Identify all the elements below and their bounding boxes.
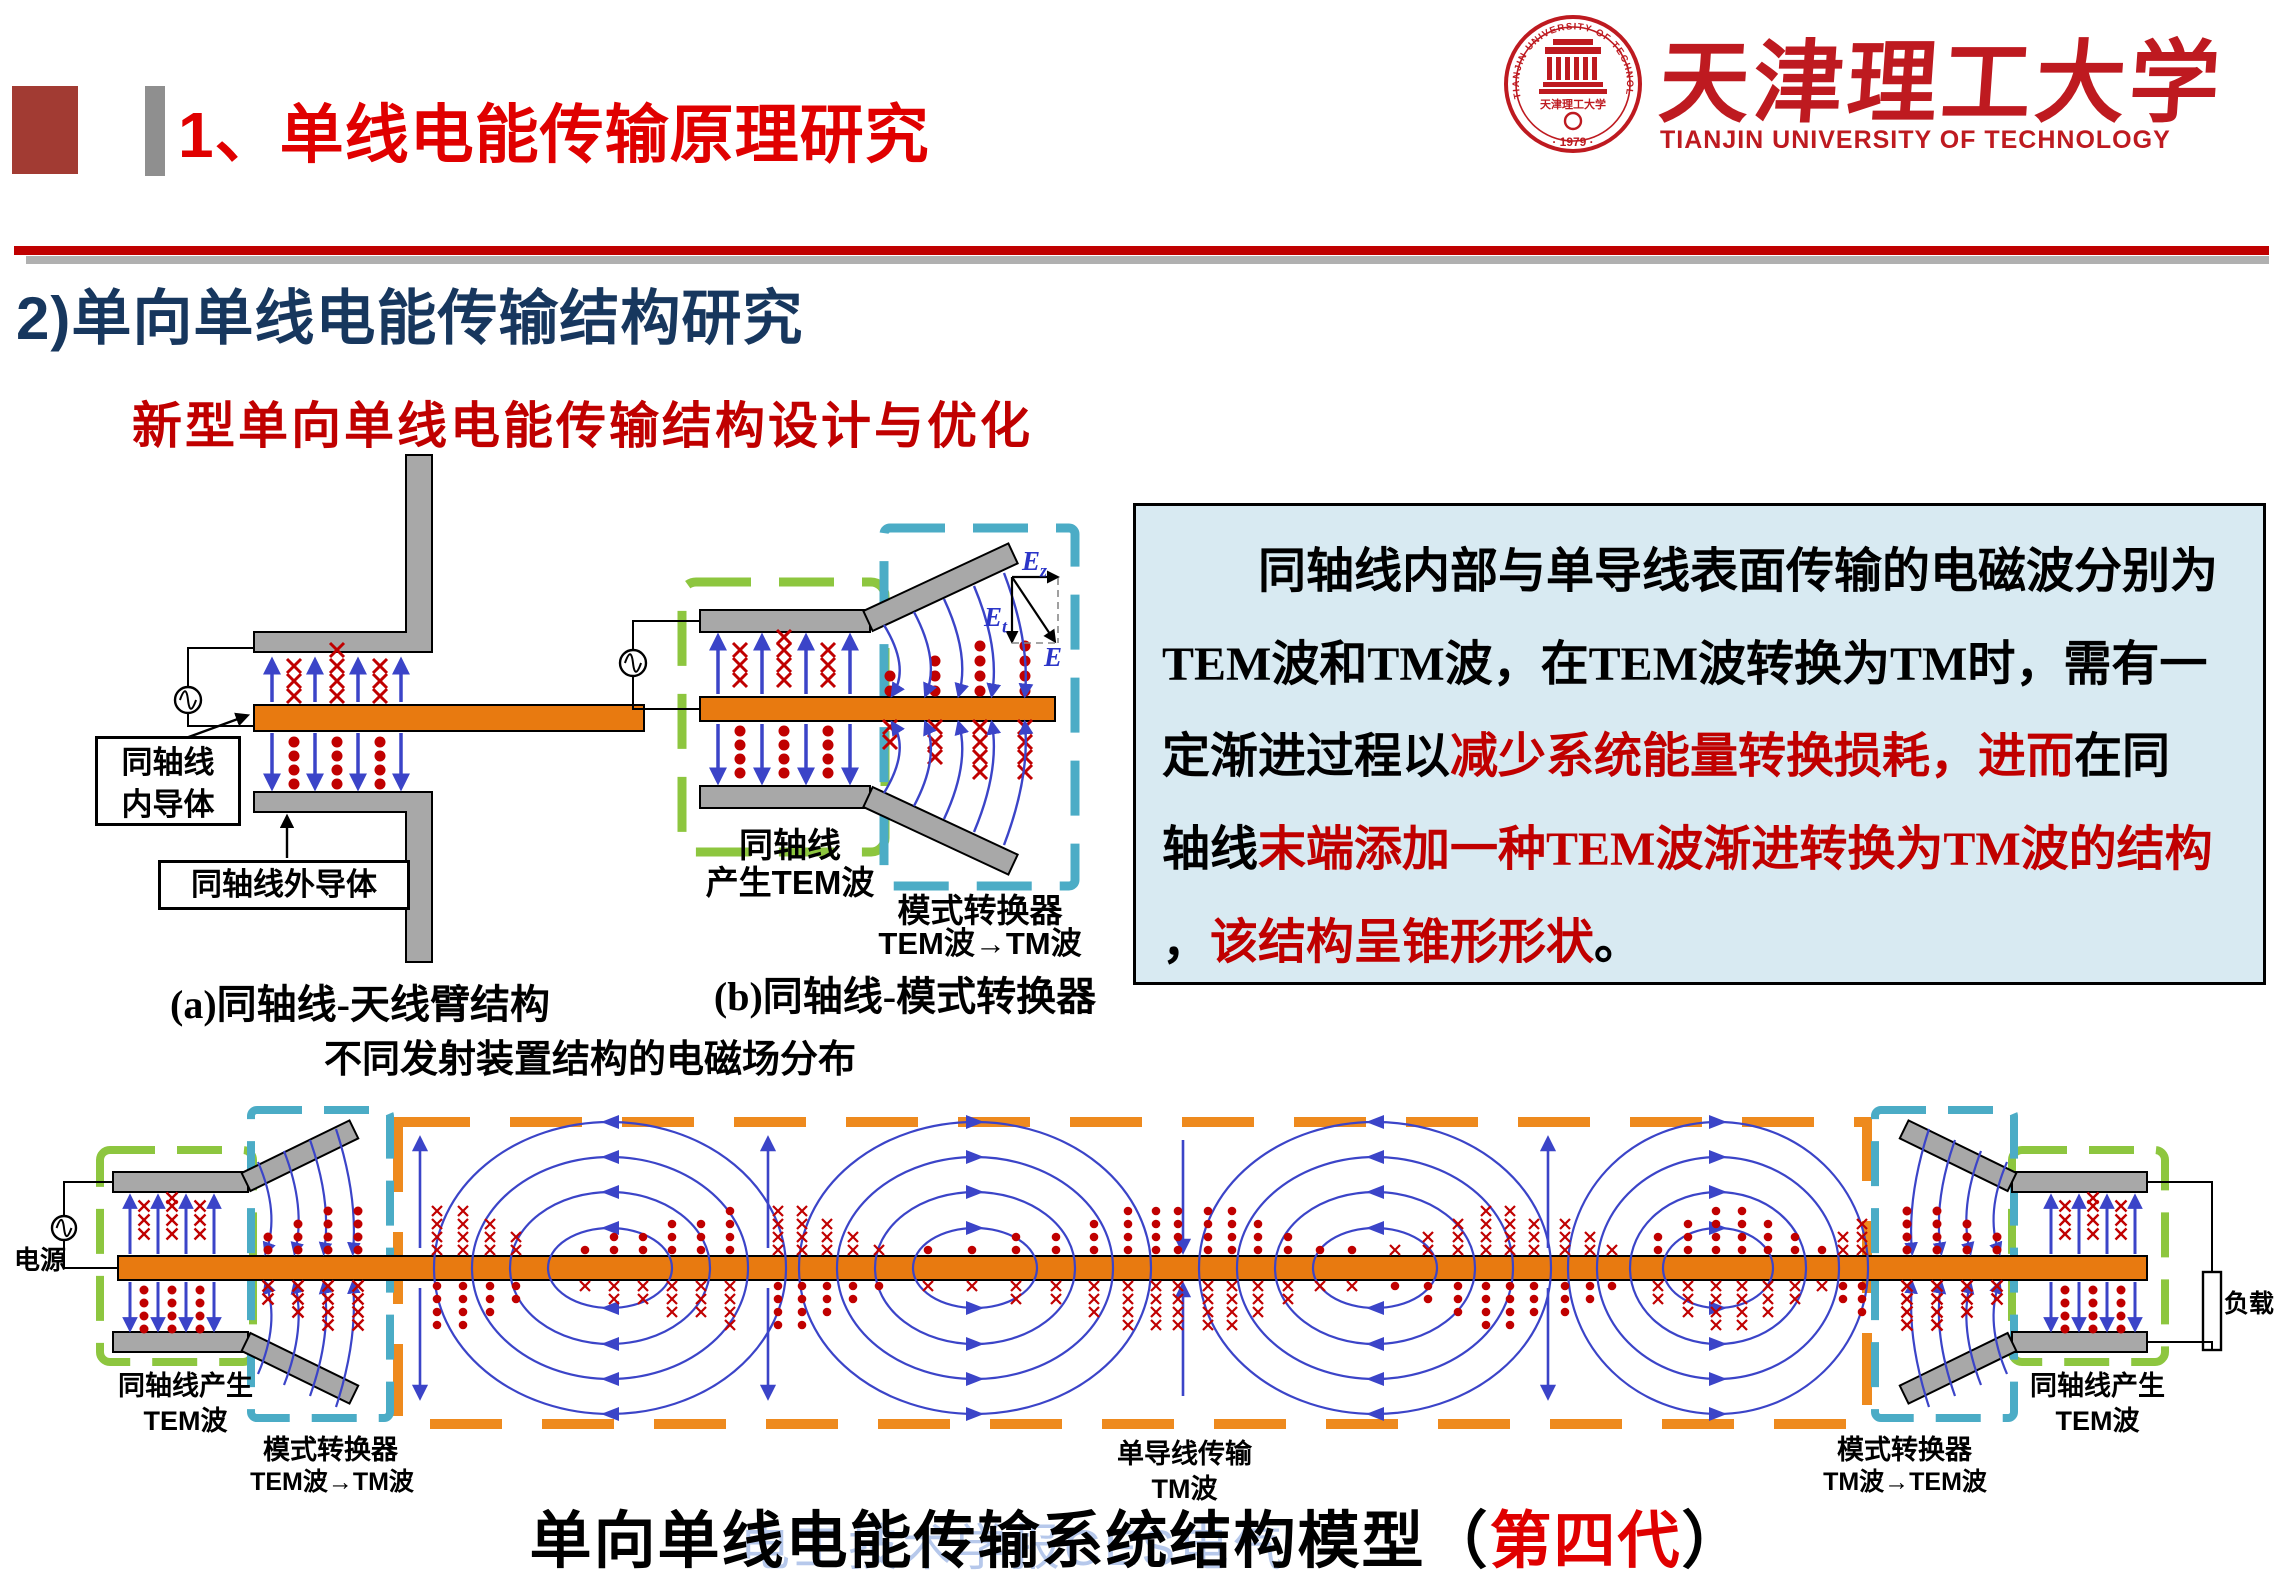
text-segment: 。 [1594, 915, 1643, 969]
caption-diagram-a: (a)同轴线-天线臂结构 [170, 982, 550, 1027]
header-divider-red [14, 246, 2269, 255]
label-bottom-right-conv-1: 模式转换器 [1837, 1435, 1972, 1465]
label-single-wire-1: 单导线传输 [1117, 1439, 1252, 1469]
label-bottom-left-conv-1: 模式转换器 [263, 1435, 398, 1465]
diagram-a [173, 454, 645, 963]
text-segment: 第四代 [1489, 1508, 1682, 1576]
journal-watermark: 电工技术学报CES电气 [740, 1520, 1287, 1576]
bottom-caption: 单向单线电能传输系统结构模型（第四代） [0, 1490, 2275, 1580]
label-bottom-right-conv-2: TM波→TEM波 [1823, 1468, 1987, 1496]
university-seal: TIANJIN UNIVERSITY OF TECHNOLOGY 天津理工大学 … [1493, 6, 1642, 153]
section-heading: 2)单向单线电能传输结构研究 [16, 285, 804, 352]
text-segment: ） [1681, 1508, 1746, 1576]
text-segment: 该结构呈锥形形状 [1210, 915, 1595, 969]
label-inner-line2: 内导体 [121, 786, 215, 822]
seal-cn-name: 天津理工大学 [1540, 97, 1606, 111]
text-segment: ， [1162, 915, 1211, 969]
page-title: 1、单线电能传输原理研究 [178, 99, 930, 171]
university-name-zh: 天津理工大学 [1655, 35, 2227, 134]
label-b-converter-1: 模式转换器 [897, 892, 1063, 929]
header-divider-shadow [26, 256, 2269, 264]
bottom-diagram [50, 1106, 2223, 1429]
label-load: 负载 [2223, 1290, 2274, 1318]
label-bottom-left-coax-2: TEM波 [143, 1406, 228, 1436]
label-E: E [1044, 642, 1063, 672]
text-segment: 单向单线电能传输系统结构模型（ [529, 1508, 1490, 1576]
text-segment: 在同 [2074, 730, 2171, 784]
caption-diagram-b: (b)同轴线-模式转换器 [713, 974, 1097, 1019]
text-segment: 减少系统能量转换损耗，进而 [1450, 730, 2075, 784]
label-bottom-left-coax-1: 同轴线产生 [118, 1371, 253, 1401]
label-single-wire-2: TM波 [1151, 1474, 1218, 1504]
label-b-converter-2: TEM波→TM波 [878, 926, 1082, 961]
flux-symbols [431, 1205, 1868, 1331]
label-b-coax-2: 产生TEM波 [705, 864, 875, 901]
text-segment: 同轴线内部与单导线表面传输的电磁波分别为 [1258, 545, 2219, 598]
section-subheading: 新型单向单线电能传输结构设计与优化 [132, 398, 1033, 454]
label-Et: Et [984, 602, 1008, 637]
label-bottom-left-conv-2: TEM波→TM波 [250, 1468, 414, 1496]
label-inner-conductor: 同轴线 内导体 [95, 736, 241, 826]
text-segment: 轴线 [1162, 822, 1259, 876]
label-inner-line1: 同轴线 [121, 745, 215, 780]
seal-building-icon [1539, 39, 1607, 94]
info-text: 同轴线内部与单导线表面传输的电磁波分别为 TEM波和TM波，在TEM波转换为TM时… [1162, 526, 2243, 989]
label-bottom-right-coax-2: TEM波 [2055, 1406, 2140, 1436]
text-segment: TEM波和TM波，在TEM波转换为TM时，需有一 [1162, 637, 2208, 691]
label-b-coax-1: 同轴线 [739, 827, 841, 865]
university-name-en: TIANJIN UNIVERSITY OF TECHNOLOGY [1660, 126, 2171, 154]
label-Ez: Ez [1022, 546, 1048, 581]
label-outer-conductor: 同轴线外导体 [158, 860, 410, 910]
caption-field-distribution: 不同发射装置结构的电磁场分布 [323, 1039, 856, 1081]
text-segment: 定渐进过程以 [1162, 730, 1451, 784]
title-accent-square [12, 86, 78, 174]
diagram-b [618, 523, 1080, 891]
seal-gear-icon [1563, 111, 1583, 131]
text-segment: 末端添加一种TEM波渐进转换为TM波的结构 [1258, 822, 2213, 876]
label-bottom-right-coax-1: 同轴线产生 [2030, 1371, 2165, 1401]
title-accent-bar [145, 86, 165, 176]
label-power-source: 电源 [13, 1245, 66, 1275]
seal-year: · 1979 · [1552, 135, 1593, 149]
info-text-box: 同轴线内部与单导线表面传输的电磁波分别为 TEM波和TM波，在TEM波转换为TM时… [1133, 503, 2266, 985]
